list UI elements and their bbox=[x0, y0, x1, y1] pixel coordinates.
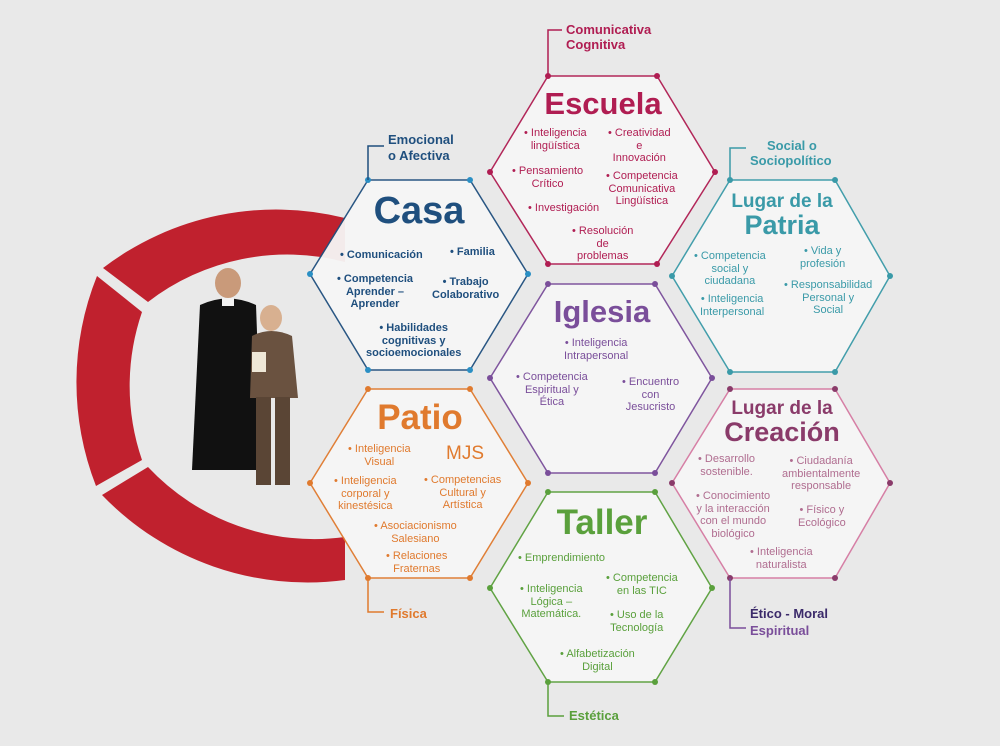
ring-segment-bottom bbox=[102, 467, 345, 583]
patio-title: Patio bbox=[377, 398, 463, 437]
label-sociopolitico: Sociopolítico bbox=[750, 153, 832, 168]
creacion-title-line2: Creación bbox=[724, 417, 840, 447]
label-comunicativa: Comunicativa bbox=[566, 22, 652, 37]
ring-segment-left bbox=[76, 276, 142, 486]
taller-item: Emprendimiento bbox=[518, 552, 605, 565]
label-emocional: Emocional bbox=[388, 132, 454, 147]
escuela-title: Escuela bbox=[544, 86, 662, 121]
casa-title: Casa bbox=[373, 190, 465, 232]
patria-title-line1: Lugar de la bbox=[731, 191, 833, 212]
priest-and-boy-photo bbox=[192, 268, 298, 485]
ring-segment-top bbox=[103, 209, 345, 302]
connector-creacion bbox=[729, 578, 746, 629]
label-estetica: Estética bbox=[569, 708, 619, 723]
connector-patria bbox=[729, 147, 746, 180]
label-espiritual: Espiritual bbox=[750, 623, 810, 638]
connector-escuela bbox=[547, 29, 562, 76]
patio-mjs: MJS bbox=[446, 443, 484, 464]
label-fisica: Física bbox=[390, 606, 427, 621]
creacion-title-line1: Lugar de la bbox=[731, 398, 833, 419]
casa-item: Familia bbox=[450, 246, 495, 259]
label-etico: Ético - Moral bbox=[750, 606, 829, 621]
connector-patio bbox=[367, 578, 384, 613]
connector-casa bbox=[367, 145, 384, 180]
hexagon-iglesia bbox=[487, 281, 715, 476]
casa-item: Comunicación bbox=[340, 249, 423, 262]
label-afectiva: o Afectiva bbox=[388, 148, 450, 163]
iglesia-title: Iglesia bbox=[553, 294, 651, 329]
red-ring bbox=[76, 209, 345, 583]
connector-taller bbox=[547, 682, 564, 717]
taller-title: Taller bbox=[556, 503, 648, 542]
patria-title-line2: Patria bbox=[744, 210, 820, 240]
escuela-item: Investigación bbox=[528, 202, 599, 215]
label-cognitiva: Cognitiva bbox=[566, 37, 626, 52]
label-social: Social o bbox=[767, 138, 817, 153]
